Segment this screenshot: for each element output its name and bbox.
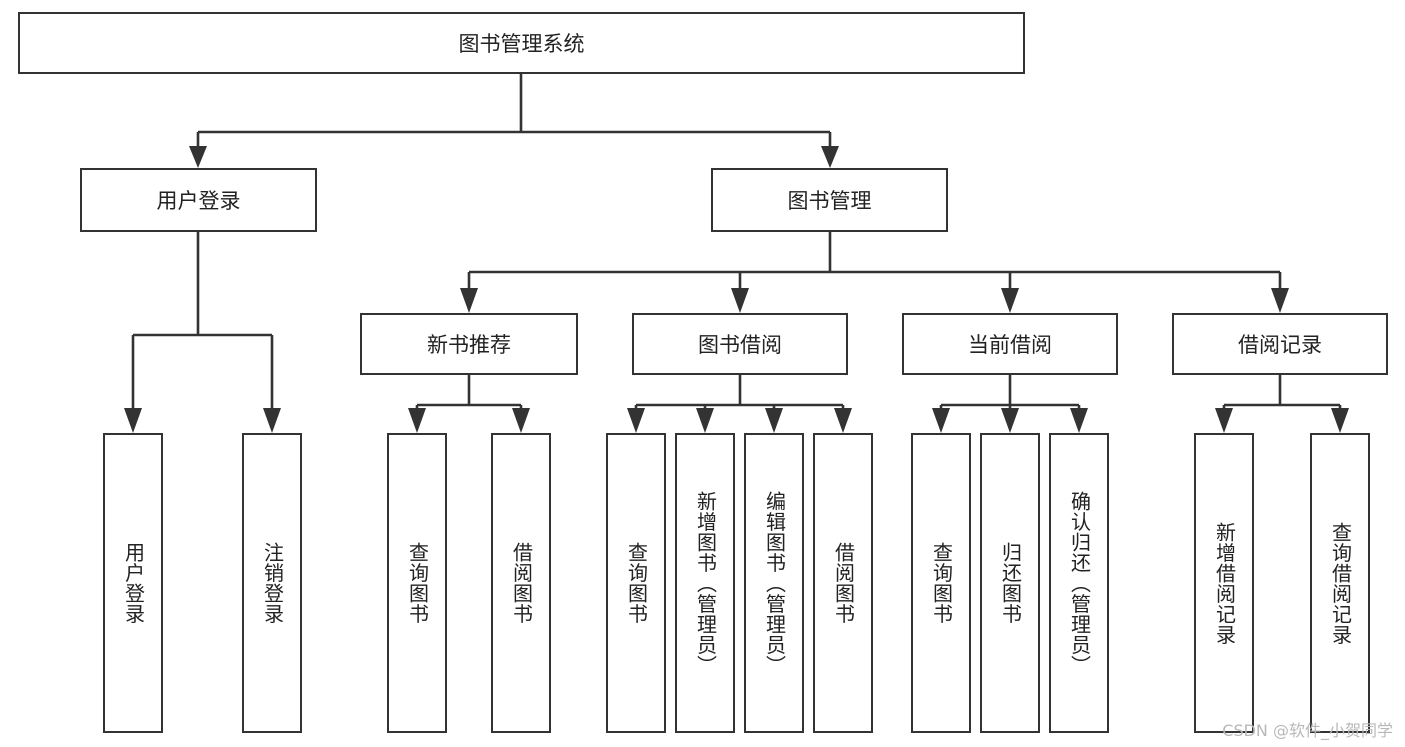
arrow-book-borrow-leaf1 <box>627 408 645 433</box>
leaf-new-book-borrow-label: 借阅图书 <box>509 542 534 624</box>
arrow-to-borrow-record <box>1271 288 1289 313</box>
node-book-borrow-label: 图书借阅 <box>698 333 782 357</box>
node-borrow-record-label: 借阅记录 <box>1238 333 1322 357</box>
leaf-user-login-logout-label: 注销登录 <box>260 542 285 624</box>
node-root[interactable]: 图书管理系统 <box>18 12 1025 74</box>
leaf-book-borrow-query-label: 查询图书 <box>624 542 649 624</box>
arrow-to-current-borrow <box>1001 288 1019 313</box>
leaf-book-borrow-borrow-label: 借阅图书 <box>831 542 856 624</box>
node-book-borrow[interactable]: 图书借阅 <box>632 313 848 375</box>
node-borrow-record[interactable]: 借阅记录 <box>1172 313 1388 375</box>
node-user-login[interactable]: 用户登录 <box>80 168 317 232</box>
node-root-label: 图书管理系统 <box>458 32 585 56</box>
arrow-current-borrow-leaf1 <box>932 408 950 433</box>
leaf-book-borrow-add-label: 新增图书（管理员） <box>693 490 718 676</box>
arrow-to-user-login <box>189 146 207 168</box>
node-current-borrow[interactable]: 当前借阅 <box>902 313 1118 375</box>
node-current-borrow-label: 当前借阅 <box>968 333 1052 357</box>
arrow-user-login-leaf1 <box>124 408 142 433</box>
arrow-book-borrow-leaf4 <box>834 408 852 433</box>
node-new-book-recommend[interactable]: 新书推荐 <box>360 313 578 375</box>
arrow-current-borrow-leaf3 <box>1070 408 1088 433</box>
node-user-login-label: 用户登录 <box>156 189 241 213</box>
leaf-book-borrow-borrow[interactable]: 借阅图书 <box>813 433 873 733</box>
arrow-borrow-record-leaf2 <box>1331 408 1349 433</box>
leaf-current-borrow-return[interactable]: 归还图书 <box>980 433 1040 733</box>
arrow-new-book-leaf1 <box>408 408 426 433</box>
arrow-borrow-record-leaf1 <box>1215 408 1233 433</box>
leaf-user-login-login-label: 用户登录 <box>121 542 146 624</box>
arrow-user-login-leaf2 <box>263 408 281 433</box>
leaf-user-login-logout[interactable]: 注销登录 <box>242 433 302 733</box>
leaf-borrow-record-add-label: 新增借阅记录 <box>1212 521 1237 645</box>
node-book-manage-label: 图书管理 <box>787 189 872 213</box>
arrow-book-borrow-leaf3 <box>765 408 783 433</box>
leaf-borrow-record-query[interactable]: 查询借阅记录 <box>1310 433 1370 733</box>
leaf-new-book-query-label: 查询图书 <box>405 542 430 624</box>
arrow-to-book-manage <box>821 146 839 168</box>
leaf-book-borrow-add[interactable]: 新增图书（管理员） <box>675 433 735 733</box>
node-book-manage[interactable]: 图书管理 <box>711 168 948 232</box>
arrow-to-book-borrow <box>731 288 749 313</box>
leaf-book-borrow-edit-label: 编辑图书（管理员） <box>762 490 787 676</box>
arrow-new-book-leaf2 <box>512 408 530 433</box>
arrow-current-borrow-leaf2 <box>1001 408 1019 433</box>
leaf-user-login-login[interactable]: 用户登录 <box>103 433 163 733</box>
leaf-book-borrow-edit[interactable]: 编辑图书（管理员） <box>744 433 804 733</box>
leaf-borrow-record-query-label: 查询借阅记录 <box>1328 521 1353 645</box>
leaf-current-borrow-query-label: 查询图书 <box>929 542 954 624</box>
arrow-to-new-book <box>460 288 478 313</box>
leaf-current-borrow-confirm[interactable]: 确认归还（管理员） <box>1049 433 1109 733</box>
leaf-book-borrow-query[interactable]: 查询图书 <box>606 433 666 733</box>
leaf-current-borrow-query[interactable]: 查询图书 <box>911 433 971 733</box>
leaf-current-borrow-confirm-label: 确认归还（管理员） <box>1067 490 1092 676</box>
leaf-new-book-borrow[interactable]: 借阅图书 <box>491 433 551 733</box>
leaf-new-book-query[interactable]: 查询图书 <box>387 433 447 733</box>
leaf-current-borrow-return-label: 归还图书 <box>998 542 1023 624</box>
node-new-book-recommend-label: 新书推荐 <box>427 333 511 357</box>
arrow-book-borrow-leaf2 <box>696 408 714 433</box>
leaf-borrow-record-add[interactable]: 新增借阅记录 <box>1194 433 1254 733</box>
